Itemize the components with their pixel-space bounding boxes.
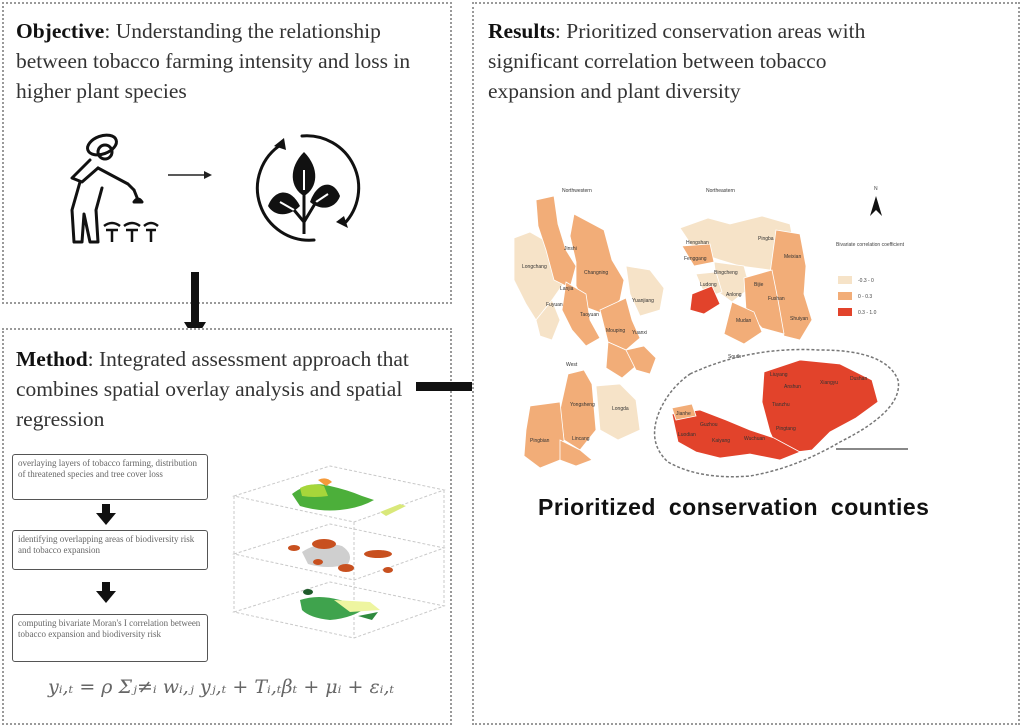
map-title-northwestern: Northwestern <box>562 188 592 194</box>
results-panel: Results: Prioritized conservation areas … <box>472 2 1020 725</box>
county-label: Lincang <box>572 436 590 442</box>
county-label: Tianzhu <box>772 402 790 408</box>
farmer-icon <box>70 133 159 244</box>
legend-label: -0.3 - 0 <box>858 278 874 284</box>
county-label: Fushan <box>768 296 785 302</box>
county-label: Bijie <box>754 282 764 288</box>
method-heading: Method <box>16 347 88 371</box>
county-label: Longchang <box>522 264 547 270</box>
plant-cycle-icon <box>255 134 361 242</box>
map-legend: Bivariate correlation coefficient -0.3 -… <box>836 242 905 316</box>
county-label: Kaiyang <box>712 438 730 444</box>
priority-highlight-outline <box>653 348 900 478</box>
svg-text:N: N <box>874 186 878 192</box>
objective-panel: Objective: Understanding the relationshi… <box>2 2 452 304</box>
county-label: Mudan <box>736 318 752 324</box>
county-label: Yongsheng <box>570 402 595 408</box>
map-northwestern <box>513 195 665 379</box>
county-label: Anshun <box>784 384 801 390</box>
county-label: Pingbian <box>530 438 550 444</box>
county-label: Jinshi <box>564 246 577 252</box>
results-heading: Results <box>488 19 555 43</box>
results-body: : Prioritized conservation areas with si… <box>488 19 866 103</box>
county-label: Liuyang <box>770 372 788 378</box>
method-panel: Method: Integrated assessment approach t… <box>2 328 452 725</box>
county-label: Luodian <box>678 432 696 438</box>
north-arrow-icon: N <box>870 186 882 216</box>
objective-heading: Objective <box>16 19 105 43</box>
method-text: Method: Integrated assessment approach t… <box>16 344 436 434</box>
legend-label: 0 - 0.3 <box>858 294 872 300</box>
step-arrow-down-icon <box>96 504 116 525</box>
method-step-2: identifying overlapping areas of biodive… <box>12 530 208 570</box>
objective-body: : Understanding the relationship between… <box>16 19 411 103</box>
legend-swatch-low <box>838 276 852 284</box>
legend-swatch-high <box>838 308 852 316</box>
legend-title: Bivariate correlation coefficient <box>836 242 905 248</box>
map-title-west: West <box>566 362 578 368</box>
step-arrow-down-icon <box>96 582 116 603</box>
county-label: Yuanxi <box>632 330 647 336</box>
threatened-species-layer <box>288 539 393 573</box>
county-label: Meixian <box>784 254 801 260</box>
stacked-map-layers <box>232 465 446 639</box>
results-caption: Prioritized conservation counties <box>538 494 930 520</box>
legend-label: 0.3 - 1.0 <box>858 310 877 316</box>
arrow-right-icon <box>168 171 212 179</box>
county-label: Wuchuan <box>744 436 765 442</box>
method-body: : Integrated assessment approach that co… <box>16 347 409 431</box>
objective-text: Objective: Understanding the relationshi… <box>16 16 436 106</box>
county-label: Changning <box>584 270 608 276</box>
method-step-1: overlaying layers of tobacco farming, di… <box>12 454 208 500</box>
county-label: Bingcheng <box>714 270 738 276</box>
tree-cover-loss-layer <box>300 589 380 620</box>
map-title-south: South <box>728 354 741 360</box>
legend-swatch-mid <box>838 292 852 300</box>
tobacco-farming-layer <box>292 478 406 516</box>
county-label: Ludong <box>700 282 717 288</box>
county-label: Yuanjiang <box>632 298 654 304</box>
county-label: Pingtang <box>776 426 796 432</box>
method-step-3: computing bivariate Moran's I correlatio… <box>12 614 208 662</box>
county-label: Mouping <box>606 328 625 334</box>
county-label: Lanjia <box>560 286 574 292</box>
county-label: Dushan <box>850 376 867 382</box>
map-title-northeastern: Northeastern <box>706 188 735 194</box>
map-west <box>523 369 641 469</box>
county-label: Jianhe <box>676 411 691 417</box>
county-label: Taoyuan <box>580 312 599 318</box>
map-northeastern <box>679 215 813 345</box>
results-text: Results: Prioritized conservation areas … <box>488 16 908 106</box>
county-label: Fuyuan <box>546 302 563 308</box>
regression-equation: yᵢ,ₜ = ρ Σⱼ≠ᵢ wᵢ,ⱼ yⱼ,ₜ + Tᵢ,ₜβₜ + μᵢ + … <box>48 676 395 698</box>
county-label: Fenggang <box>684 256 707 262</box>
county-label: Anlong <box>726 292 742 298</box>
county-label: Xiangyu <box>820 380 838 386</box>
county-label: Pingba <box>758 236 774 242</box>
county-label: Longda <box>612 406 629 412</box>
map-south <box>671 359 879 461</box>
results-map: Northwestern Jinshi Longchang Changning … <box>513 186 908 478</box>
scale-bar <box>836 448 908 450</box>
county-label: Guzhou <box>700 422 718 428</box>
county-label: Hengshan <box>686 240 709 246</box>
county-label: Shuiyan <box>790 316 808 322</box>
